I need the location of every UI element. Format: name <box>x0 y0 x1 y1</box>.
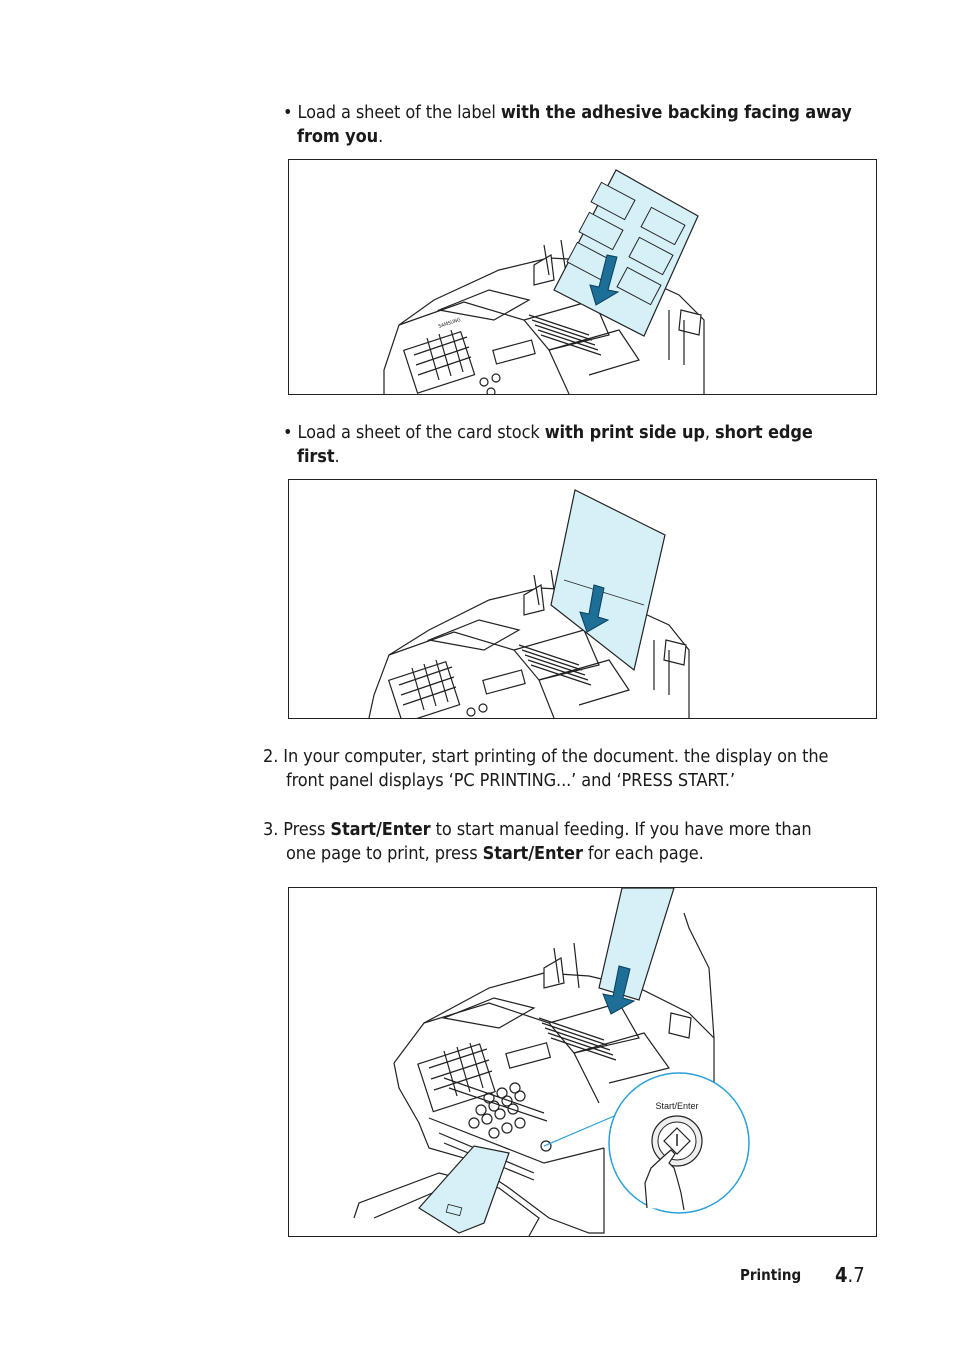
diamond-icon <box>663 1127 691 1155</box>
figure-load-card <box>288 479 877 719</box>
step-3-line2: one page to print, press Start/Enter for… <box>286 842 704 866</box>
hand-icon <box>644 1149 685 1211</box>
bullet-card-bold-1: with print side up <box>544 422 705 443</box>
card-stock-sheet <box>550 489 666 672</box>
bullet-label-bold-2: from you <box>297 126 379 147</box>
footer-section-title: Printing <box>740 1266 802 1284</box>
bullet-card-bold-3: first <box>297 446 335 467</box>
step-2-line1: 2. In your computer, start printing of t… <box>263 746 829 767</box>
step-3-text-a: 3. Press <box>263 819 331 840</box>
bullet-card-line1: • Load a sheet of the card stock with pr… <box>283 421 813 445</box>
step-3-line1: 3. Press Start/Enter to start manual fee… <box>263 818 812 842</box>
step-3-text-c: one page to print, press <box>286 843 483 864</box>
bullet-card-text: • Load a sheet of the card stock <box>283 422 545 443</box>
label-sheet <box>553 169 699 337</box>
step-2-line2: front panel displays ‘PC PRINTING...’ an… <box>286 770 735 791</box>
down-arrow-icon <box>589 254 620 306</box>
down-arrow-icon <box>602 965 636 1015</box>
bullet-label-bold: with the adhesive backing facing away <box>500 102 852 123</box>
step-3-text-b: to start manual feeding. If you have mor… <box>430 819 812 840</box>
start-enter-ref-2: Start/Enter <box>482 843 583 864</box>
down-arrow-icon <box>579 584 610 633</box>
paper-sheet-in <box>598 888 675 1001</box>
figure-press-start: Start/Enter <box>288 887 877 1237</box>
start-enter-ref: Start/Enter <box>330 819 431 840</box>
fax-illustration-label: SAMSUNG <box>383 169 705 394</box>
bullet-label-end: . <box>378 126 384 147</box>
chapter-number: 4 <box>835 1263 848 1287</box>
step-3-text-d: for each page. <box>582 843 704 864</box>
bullet-card-line2: first. <box>297 445 340 469</box>
start-enter-label: Start/Enter <box>655 1101 698 1111</box>
bullet-card-end: . <box>334 446 340 467</box>
page-number: 4.7 <box>835 1263 865 1287</box>
start-enter-callout: Start/Enter <box>543 1072 750 1214</box>
bullet-label-line1: • Load a sheet of the label with the adh… <box>283 101 852 125</box>
page-index: .7 <box>847 1263 865 1287</box>
bullet-label-line2: from you. <box>297 125 383 149</box>
bullet-card-bold-2: short edge <box>714 422 813 443</box>
bullet-card-sep: , <box>704 422 715 443</box>
fax-illustration-card <box>368 489 690 718</box>
bullet-label-text: • Load a sheet of the label <box>283 102 501 123</box>
paper-sheet-out <box>418 1145 510 1234</box>
figure-load-label: SAMSUNG <box>288 159 877 395</box>
fax-illustration-start: Start/Enter <box>353 888 750 1236</box>
